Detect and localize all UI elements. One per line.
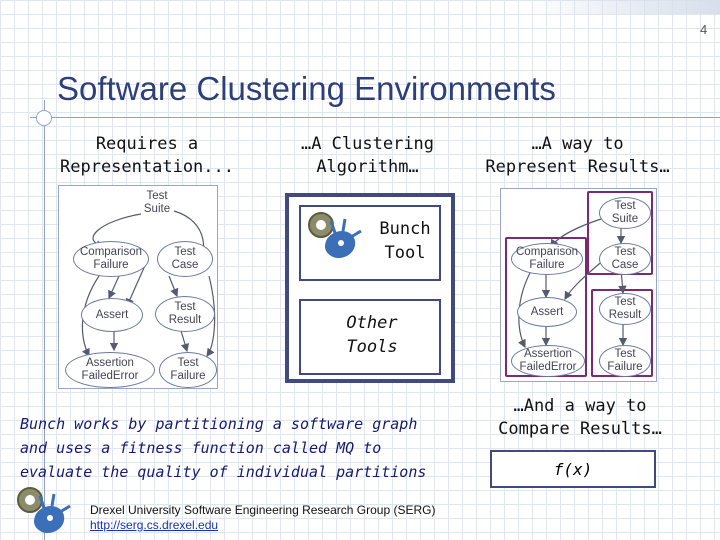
right-node-test-case: Test Case xyxy=(599,243,651,275)
rule-junction-circle xyxy=(36,110,52,126)
footer-org: Drexel University Software Engineering R… xyxy=(90,503,436,517)
bunch-dragon-logo-icon xyxy=(308,212,362,259)
bunch-description: Bunch works by partitioning a software g… xyxy=(20,415,427,481)
left-class-diagram: Test Suite Comparison Failure Test Case … xyxy=(58,185,218,389)
left-node-assert: Assert xyxy=(81,298,143,332)
footer-dragon-logo-icon xyxy=(17,487,71,534)
other-tools-label: Other Tools xyxy=(346,313,398,357)
footer-link[interactable]: http://serg.cs.drexel.edu xyxy=(90,518,218,532)
fitness-function-box: f(x) xyxy=(490,450,656,488)
right-node-assert: Assert xyxy=(517,297,577,327)
footer-link-rest: //serg.cs.drexel.edu xyxy=(113,518,219,532)
right-node-comparison-failure: Comparison Failure xyxy=(511,243,583,275)
footer: Drexel University Software Engineering R… xyxy=(90,503,435,533)
bunch-tool-box[interactable]: Bunch Tool xyxy=(299,205,441,281)
compare-heading: …And a way to Compare Results… xyxy=(498,396,662,439)
footer-link-prefix: http: xyxy=(90,518,114,532)
top-gradient-band xyxy=(520,0,720,14)
right-node-assertion-failed-error: Assertion FailedError xyxy=(511,345,585,377)
right-clustered-diagram: Test Suite Comparison Failure Test Case … xyxy=(500,188,657,382)
other-tools-box[interactable]: Other Tools xyxy=(299,299,441,375)
left-node-test-suite: Test Suite xyxy=(143,190,171,215)
left-node-comparison-failure: Comparison Failure xyxy=(73,241,149,277)
left-node-test-case: Test Case xyxy=(157,241,213,277)
left-heading: Requires a Representation... xyxy=(60,134,234,177)
clustering-tools-box: Bunch Tool Other Tools xyxy=(285,193,455,383)
middle-heading: …A Clustering Algorithm… xyxy=(300,134,435,177)
right-node-test-result: Test Result xyxy=(599,293,651,325)
left-margin-rule xyxy=(44,100,45,540)
left-node-test-failure: Test Failure xyxy=(159,352,217,388)
right-node-test-failure: Test Failure xyxy=(599,345,651,377)
right-heading: …A way to Represent Results… xyxy=(485,134,670,177)
left-node-assertion-failed-error: Assertion FailedError xyxy=(65,352,155,388)
title-underline xyxy=(30,117,720,118)
page-number: 4 xyxy=(700,22,708,37)
right-node-test-suite: Test Suite xyxy=(599,197,651,229)
slide-title: Software Clustering Environments xyxy=(57,70,556,107)
bunch-tool-label: Bunch Tool xyxy=(379,219,431,263)
left-node-test-result: Test Result xyxy=(155,296,215,332)
